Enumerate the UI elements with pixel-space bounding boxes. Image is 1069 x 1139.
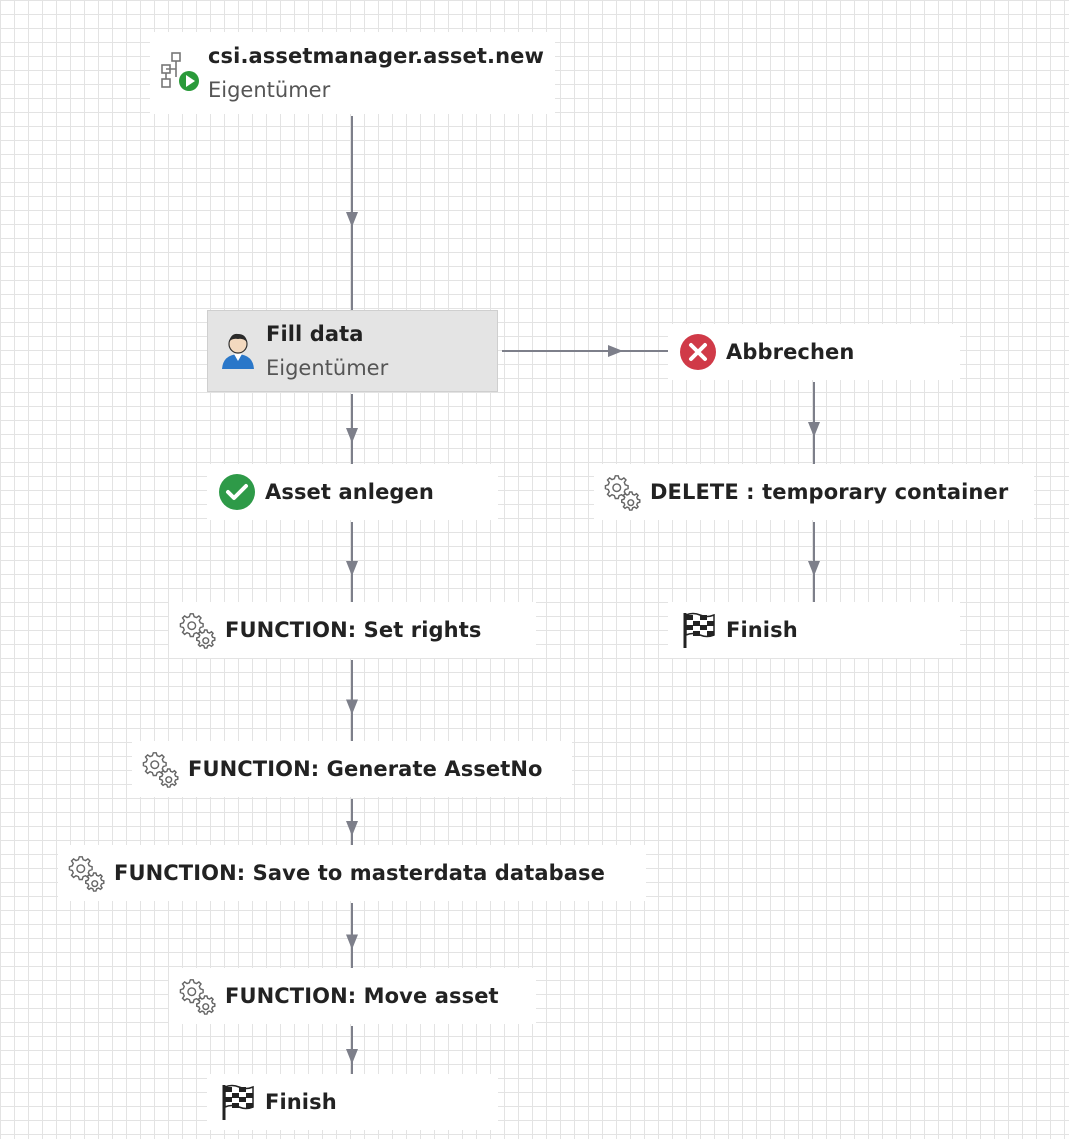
node-title: csi.assetmanager.asset.new (208, 44, 544, 68)
node-title: Fill data (266, 322, 364, 346)
edge-delete-to-finish1 (808, 522, 820, 602)
node-fill-data[interactable]: Fill data Eigentümer (207, 310, 498, 392)
node-subtitle: Eigentümer (266, 356, 389, 380)
node-title: Finish (726, 618, 798, 642)
edge-move-to-finish2 (346, 1026, 358, 1074)
edge-genasset-to-savemaster (346, 799, 358, 845)
node-function-set-rights[interactable]: FUNCTION: Set rights (169, 602, 536, 658)
cancel-icon (678, 332, 718, 372)
node-asset-anlegen[interactable]: Asset anlegen (207, 464, 498, 520)
workflow-start-icon (160, 52, 200, 93)
node-title: FUNCTION: Generate AssetNo (188, 757, 543, 781)
gears-icon (177, 976, 217, 1016)
gears-icon (602, 472, 642, 512)
node-finish-main-branch[interactable]: Finish (207, 1074, 498, 1130)
edge-abbrechen-to-delete (808, 382, 820, 464)
edge-savemaster-to-move (346, 903, 358, 968)
gears-icon (66, 853, 106, 893)
node-subtitle: Eigentümer (208, 78, 331, 102)
gears-icon (177, 610, 217, 650)
node-function-generate-assetno[interactable]: FUNCTION: Generate AssetNo (132, 741, 572, 797)
checkered-flag-icon (678, 610, 718, 650)
check-icon (217, 472, 257, 512)
node-title: Abbrechen (726, 340, 855, 364)
edge-fill-to-anlegen (346, 394, 358, 464)
node-function-move-asset[interactable]: FUNCTION: Move asset (169, 968, 536, 1024)
edge-anlegen-to-setrights (346, 522, 358, 602)
edge-setrights-to-genasset (346, 660, 358, 741)
checkered-flag-icon (217, 1082, 257, 1122)
node-abbrechen[interactable]: Abbrechen (668, 324, 960, 380)
user-task-icon (218, 331, 258, 371)
node-delete-temporary-container[interactable]: DELETE : temporary container (594, 464, 1034, 520)
node-title: Asset anlegen (265, 480, 434, 504)
node-title: FUNCTION: Move asset (225, 984, 499, 1008)
gears-icon (140, 749, 180, 789)
node-title: FUNCTION: Save to masterdata database (114, 861, 605, 885)
node-title: FUNCTION: Set rights (225, 618, 482, 642)
node-title: DELETE : temporary container (650, 480, 1009, 504)
node-title: Finish (265, 1090, 337, 1114)
node-start[interactable]: csi.assetmanager.asset.new Eigentümer (150, 32, 555, 114)
node-function-save-masterdata[interactable]: FUNCTION: Save to masterdata database (58, 845, 646, 901)
edge-start-to-fill (346, 116, 358, 310)
edge-fill-to-abbrechen (502, 345, 668, 357)
node-finish-cancel-branch[interactable]: Finish (668, 602, 960, 658)
